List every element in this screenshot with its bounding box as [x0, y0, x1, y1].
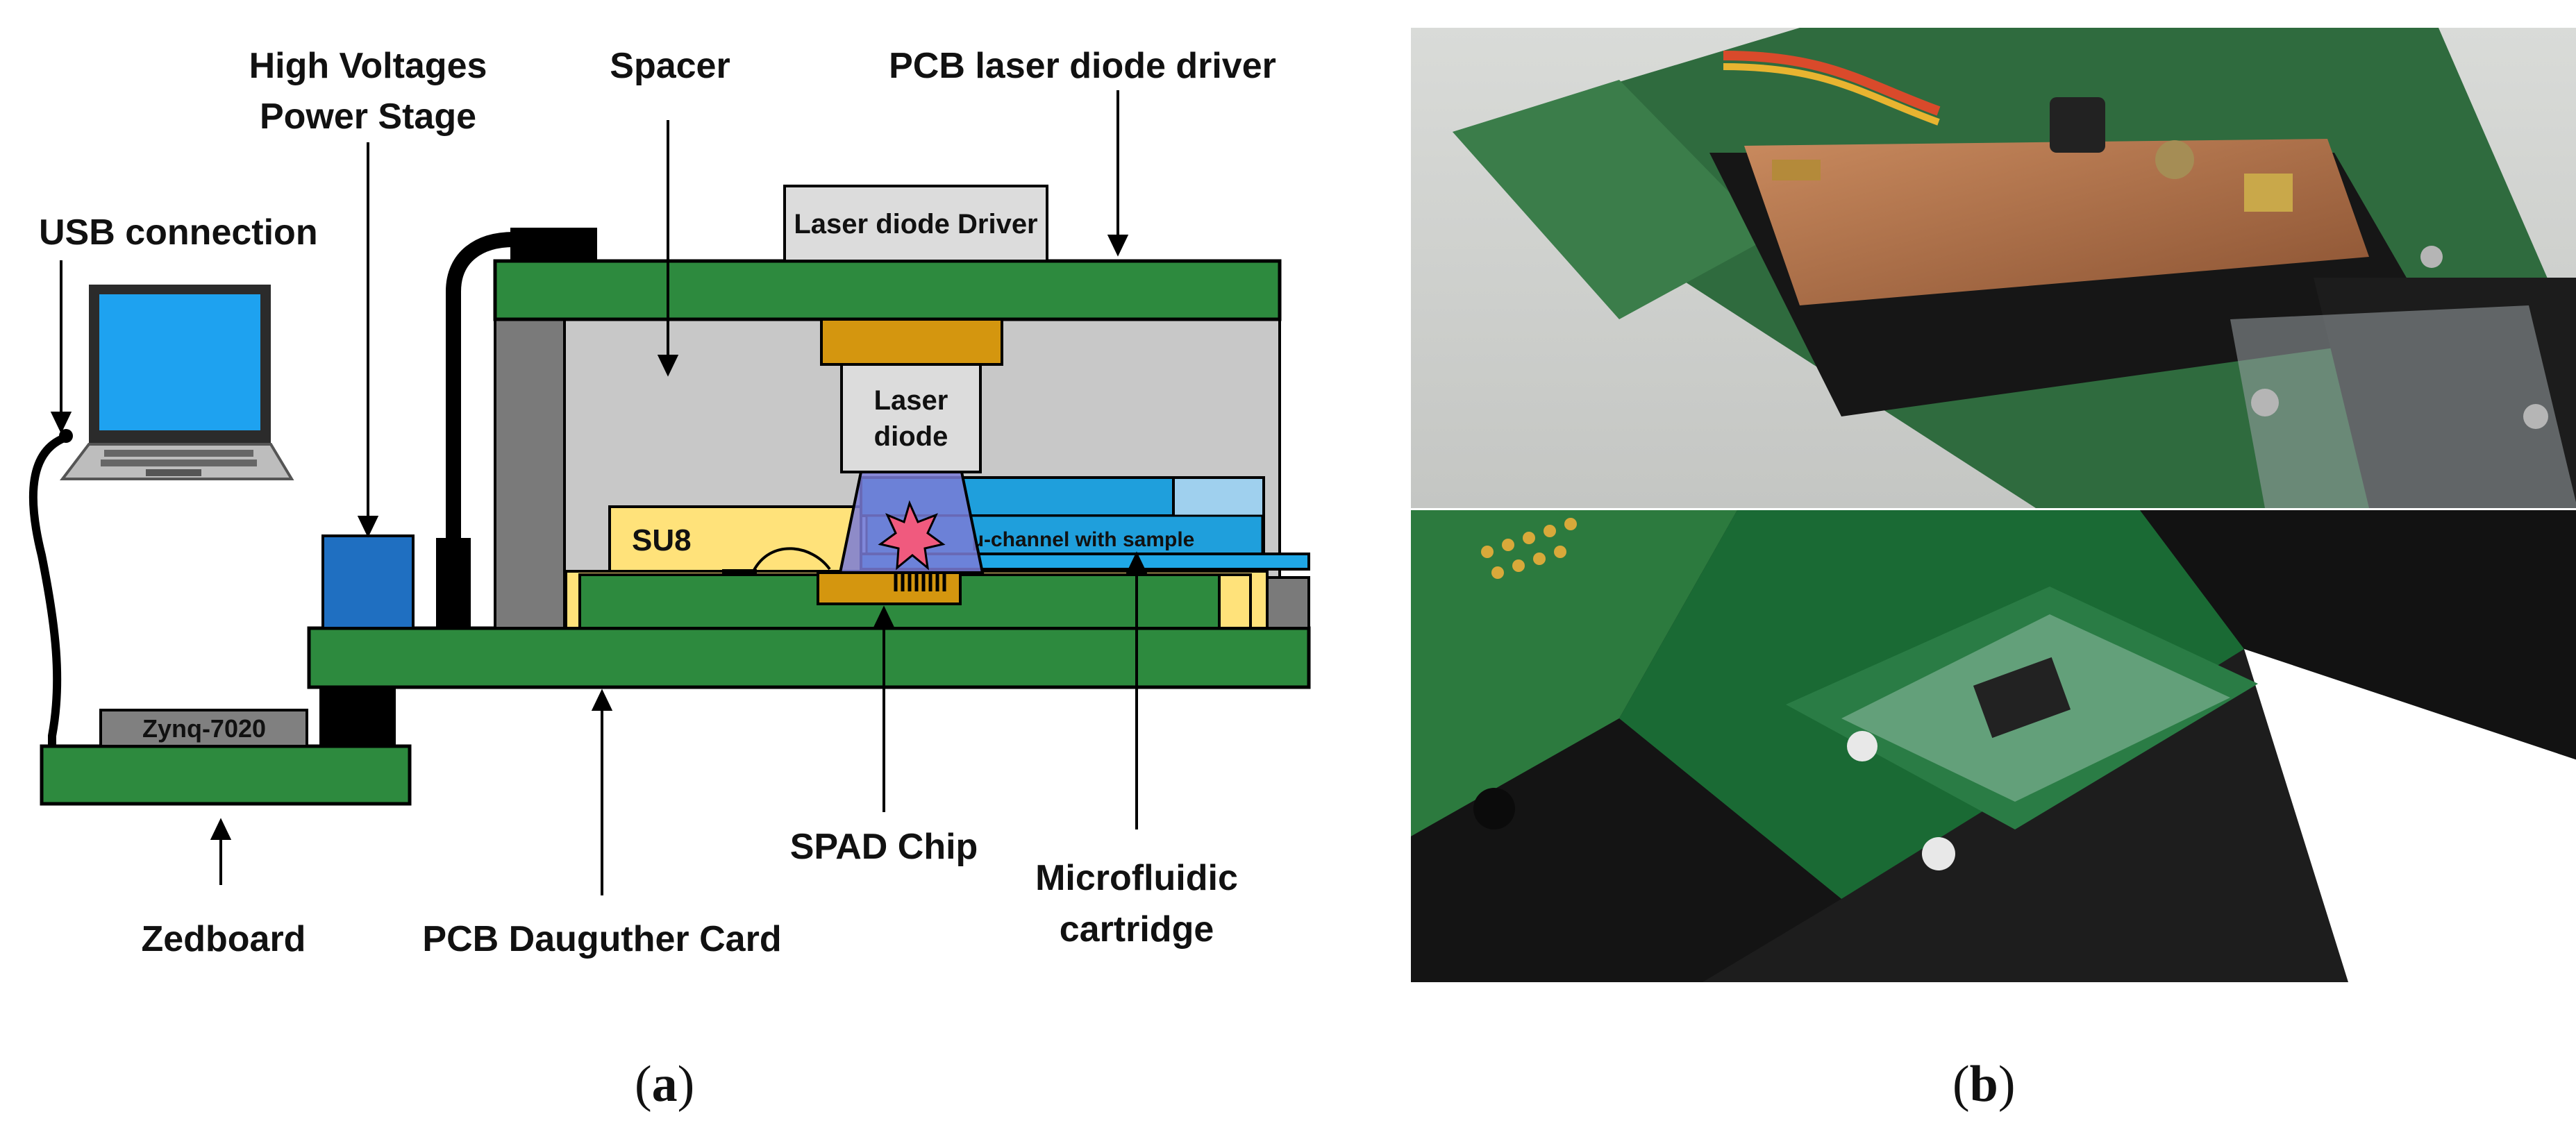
photo-spad-chip-cartridge [1411, 510, 2576, 982]
caption-a: (a) [635, 1055, 694, 1114]
callout-arrows [50, 90, 1148, 895]
right-clip [1218, 573, 1252, 630]
hv-cable [446, 232, 515, 541]
label-high-voltages-1: High Voltages [249, 46, 487, 86]
board-connector [319, 687, 396, 746]
su8-label: SU8 [632, 523, 692, 557]
laser-driver-pcb [493, 259, 1282, 321]
hv-power-stage-box [321, 534, 415, 630]
caption-a-open: ( [635, 1056, 652, 1113]
fluorescence-star-icon [878, 500, 946, 571]
label-pcb-laser-driver: PCB laser diode driver [889, 46, 1276, 86]
channel-label: µ-channel with sample [972, 528, 1195, 551]
zynq-label: Zynq-7020 [142, 714, 266, 743]
label-spad-chip: SPAD Chip [790, 827, 978, 867]
usb-port-dot [59, 429, 73, 443]
spacer-left-wall [494, 318, 566, 630]
caption-a-close: ) [677, 1056, 695, 1113]
zedboard-board [40, 744, 412, 806]
laptop-icon [59, 285, 294, 480]
label-spacer: Spacer [610, 46, 730, 86]
label-usb-connection: USB connection [39, 212, 318, 253]
bond-pad [722, 569, 757, 573]
label-microfluidic-1: Microfluidic [1035, 858, 1238, 898]
caption-b: (b) [1952, 1055, 2015, 1114]
laser-diode-body [840, 363, 982, 473]
schematic-diagram: Zynq-7020 Laser diode Driver Laser diode… [28, 46, 1311, 959]
photo-laser-driver-assembly [1411, 28, 2576, 508]
laser-diode-label-2: diode [874, 421, 948, 452]
hv-connector [510, 228, 597, 261]
caption-b-close: ) [1998, 1056, 2016, 1113]
label-high-voltages-2: Power Stage [260, 96, 476, 137]
laser-mount [820, 318, 1003, 366]
laser-driver-box-label: Laser diode Driver [794, 209, 1037, 239]
zynq-chip [99, 709, 308, 748]
label-pcb-daughter-card: PCB Dauguther Card [422, 919, 781, 959]
caption-b-letter: b [1969, 1056, 1998, 1113]
label-zedboard: Zedboard [142, 919, 306, 959]
label-microfluidic-2: cartridge [1060, 909, 1214, 950]
hv-cable-base [436, 538, 471, 628]
caption-a-letter: a [651, 1056, 678, 1113]
laser-diode-label-1: Laser [874, 385, 948, 416]
usb-cable [28, 433, 70, 757]
bond-wire [752, 547, 831, 572]
caption-b-open: ( [1952, 1056, 1970, 1113]
main-pcb [307, 626, 1311, 689]
laser-driver-box [783, 185, 1048, 262]
